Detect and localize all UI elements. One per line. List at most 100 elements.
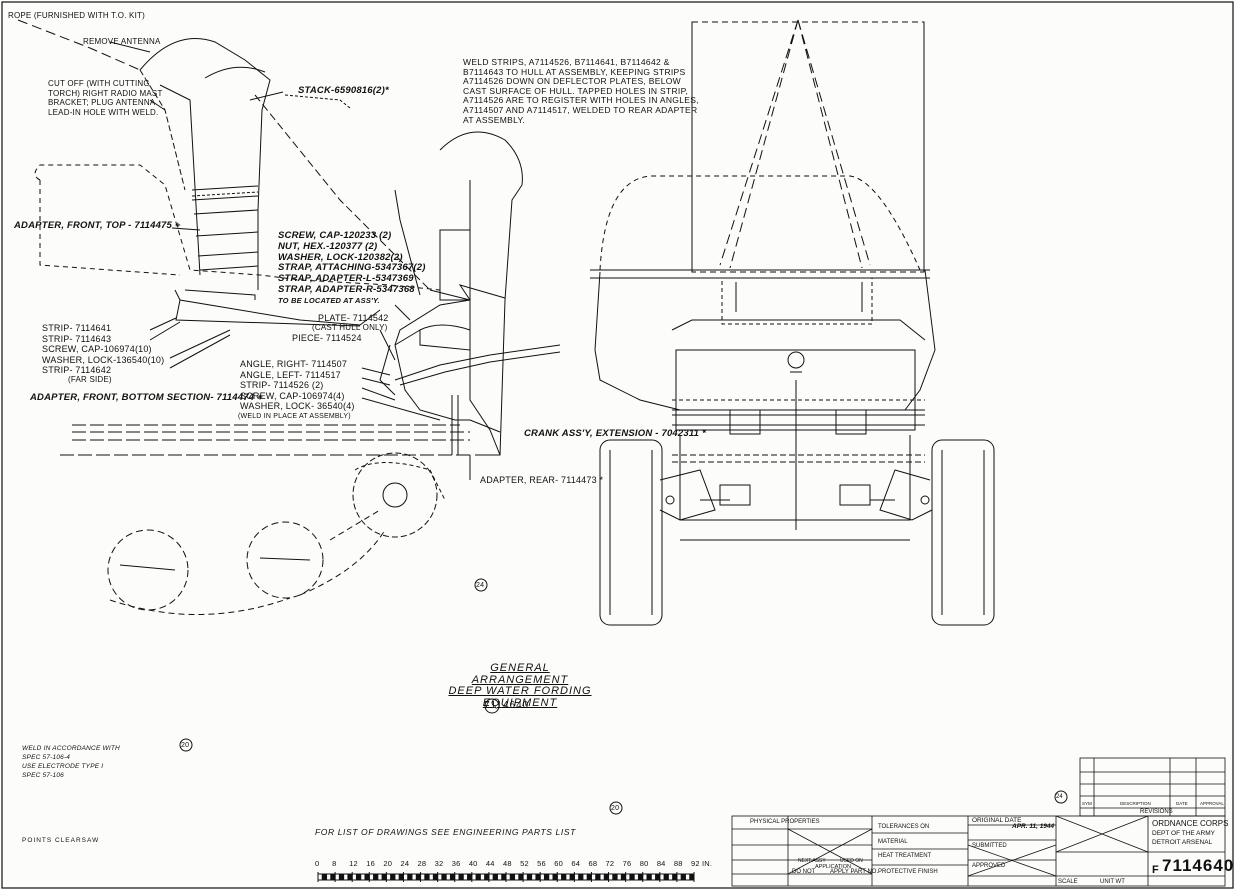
scale-tick-label: 80: [639, 859, 649, 868]
scale-tick-label: 0: [315, 859, 320, 868]
scale-segment: [390, 873, 396, 881]
adapter-front-top-label: ADAPTER, FRONT, TOP - 7114475 +: [14, 220, 181, 231]
scale-bar: [317, 872, 695, 882]
tb-material: MATERIAL: [878, 839, 908, 845]
scale-segment: [578, 873, 584, 881]
scale-segment: [373, 873, 379, 881]
tb-apply-part-no: APPLY PART NO.: [830, 869, 879, 875]
scale-segment: [364, 873, 370, 881]
weld-balloon-label: 24: [476, 582, 485, 589]
scale-segment: [424, 873, 430, 881]
scale-tick-label: 60: [554, 859, 564, 868]
scale-tick-label: 76: [622, 859, 632, 868]
weld-accordance-note: WELD IN ACCORDANCE WITH SPEC 57-106-4 US…: [22, 745, 120, 779]
scale-segment: [689, 873, 695, 881]
weld-strips-note: WELD STRIPS, A7114526, B7114641, B711464…: [463, 57, 699, 125]
tb-do-not: DO NOT: [792, 869, 816, 875]
scale-segment: [338, 873, 345, 881]
drawings-list-note: FOR LIST OF DRAWINGS SEE ENGINEERING PAR…: [315, 827, 576, 837]
scale-segment: [595, 873, 601, 881]
note-balloon-b: [609, 801, 623, 815]
side-view: [17, 19, 561, 615]
cast-hull-label: (CAST HULL ONLY): [312, 323, 388, 332]
scale-segment: [509, 873, 516, 881]
scale-tick-label: 56: [537, 859, 546, 868]
scale-segment: [330, 873, 336, 881]
far-side-label: (FAR SIDE): [68, 375, 112, 384]
scale-segment: [561, 873, 567, 881]
scale-segment: [415, 873, 422, 881]
scale-segment: [526, 873, 533, 881]
scale-segment: [518, 873, 524, 881]
tb-submitted: SUBMITTED: [972, 843, 1007, 849]
tb-application: APPLICATION: [815, 864, 851, 870]
tb-size: F: [1152, 864, 1159, 876]
scale-tick-label: 44: [485, 859, 495, 868]
tb-rev-col-approval: APPROVAL: [1200, 801, 1224, 806]
tb-next-assy: NEXT ASSY: [798, 858, 826, 864]
scale-segment: [663, 873, 669, 881]
scale-segment: [467, 873, 473, 881]
scale-segment: [441, 873, 447, 881]
angle-list: ANGLE, RIGHT- 7114507 ANGLE, LEFT- 71145…: [240, 359, 355, 412]
scale-tick-label: 8: [332, 859, 337, 868]
cut-off-note: CUT OFF (WITH CUTTING TORCH) RIGHT RADIO…: [48, 79, 163, 117]
tb-date-value: APR. 11, 1944: [1012, 823, 1055, 830]
scale-segment: [629, 873, 635, 881]
scale-tick-label: 28: [417, 859, 427, 868]
tb-scale: SCALE: [1058, 879, 1078, 885]
scale-tick-label: 84: [656, 859, 666, 868]
tb-org-3: DETROIT ARSENAL: [1152, 839, 1213, 846]
tb-org-1: ORDNANCE CORPS: [1152, 819, 1229, 828]
scale-tick-label: 40: [468, 859, 478, 868]
drawing-title: GENERAL ARRANGEMENT DEEP WATER FORDING E…: [448, 662, 592, 709]
front-view: [590, 19, 995, 626]
tb-unit-wt: UNIT WT: [1100, 879, 1125, 885]
scale-segment: [449, 873, 456, 881]
tb-org-2: DEPT OF THE ARMY: [1152, 830, 1215, 837]
scale-segment: [432, 873, 439, 881]
tb-rev-col-date: DATE: [1176, 801, 1188, 806]
tb-used-on: USED ON: [840, 858, 863, 864]
tb-physical-properties: PHYSICAL PROPERTIES: [750, 819, 820, 825]
crank-label: CRANK ASS'Y, EXTENSION - 7042311 *: [524, 428, 706, 439]
tb-rev-col-sym: SYM: [1082, 801, 1092, 806]
scale-tick-label: 52: [520, 859, 529, 868]
scale-segment: [355, 873, 362, 881]
scale-tick-label: 24: [400, 859, 410, 868]
scale-tick-label: 92 IN.: [691, 859, 713, 868]
scale-segment: [603, 873, 610, 881]
scale-segment: [398, 873, 404, 881]
plate-label: PLATE- 7114542: [318, 313, 389, 323]
tb-protective-finish: PROTECTIVE FINISH: [878, 869, 938, 875]
scale-tick-label: 72: [605, 859, 615, 868]
scale-tick-label: 88: [673, 859, 683, 868]
scale-tick-label: 64: [571, 859, 581, 868]
drawing-title-number: 7114640: [484, 700, 530, 711]
tb-heat-treatment: HEAT TREATMENT: [878, 853, 932, 859]
scale-segment: [552, 873, 558, 881]
tb-rev-col-description: DESCRIPTION: [1120, 801, 1151, 806]
scale-segment: [381, 873, 387, 881]
scale-segment: [672, 873, 678, 881]
scale-segment: [347, 873, 353, 881]
scale-segment: [475, 873, 481, 881]
scale-segment: [535, 873, 541, 881]
scale-tick-label: 48: [503, 859, 512, 868]
scale-segment: [637, 873, 644, 881]
scale-segment: [680, 873, 686, 881]
scale-tick-label: 36: [451, 859, 461, 868]
scale-segment: [484, 873, 490, 881]
scale-tick-label: 20: [383, 859, 393, 868]
tb-drawing-number: 7114640: [1162, 856, 1235, 875]
hardware-list: SCREW, CAP-120233 (2) NUT, HEX.-120377 (…: [278, 230, 426, 305]
scale-segment: [586, 873, 592, 881]
weld-balloon: [474, 578, 488, 592]
tb-revisions: REVISIONS: [1140, 809, 1173, 815]
tb-original-date: ORIGINAL DATE: [972, 817, 1022, 824]
scale-segment: [458, 873, 464, 881]
rev-balloon: [1054, 790, 1068, 804]
scale-segment: [646, 873, 652, 881]
